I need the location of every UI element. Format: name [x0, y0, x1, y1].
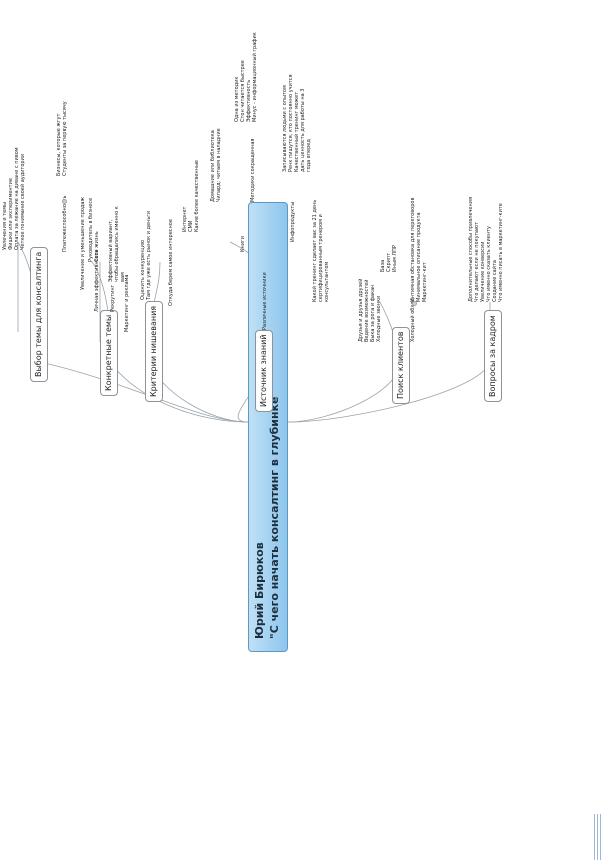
- expand-dot[interactable]: [412, 301, 417, 306]
- branch-specific-topics[interactable]: Конкретные темы: [100, 309, 118, 396]
- connector-b6: [287, 361, 491, 423]
- books-item[interactable]: Книги: [240, 236, 246, 252]
- books-sub: Домашние или библиотека Чипард: читаем в…: [210, 128, 222, 202]
- central-topic-title: "С чего начать консалтинг в глубинке": [268, 390, 281, 639]
- list-item[interactable]: Качественный тренинг может дать ценность…: [294, 88, 312, 172]
- payment-capacity-sub: Бизнесы, которые жгут Студенты за первую…: [56, 101, 68, 176]
- scroll-marker: [594, 814, 598, 860]
- offscreen-questions-items: Дополнительные способы привлечения Что д…: [468, 197, 504, 302]
- cold-walk-sub: Интимная обстановка для переговоров Мини…: [410, 198, 428, 302]
- list-item[interactable]: Увеличение и уменьшение продаж: [80, 197, 86, 290]
- branch-topic-choice-label: Выбор темы для консалтинга: [34, 251, 43, 377]
- list-item[interactable]: Маркетинг и реклама: [124, 274, 130, 333]
- efficiency-sub: Руководитель в бизнесе Своя жизнь: [88, 198, 100, 262]
- list-item[interactable]: Чипард: читаем в наладние: [216, 128, 222, 202]
- methods-sub: Одна из методик Стон читается быстрее Эф…: [234, 32, 258, 122]
- branch-client-search-label: Поиск клиентов: [396, 331, 405, 399]
- knowledge-sources-list: Интернет СМИ Какие более качественные: [182, 160, 200, 232]
- list-item[interactable]: Эффективный вариант, чтобы обращались им…: [108, 206, 126, 282]
- cold-calls-sub: База Скрипт Иным ЛПР: [380, 245, 398, 272]
- infoproducts-item[interactable]: Инфопродукты: [290, 201, 296, 242]
- list-item[interactable]: Иным ЛПР: [392, 245, 398, 272]
- branch-client-search[interactable]: Поиск клиентов: [392, 326, 410, 404]
- list-item[interactable]: Откуда берем самое интересное: [168, 219, 174, 306]
- methods-item[interactable]: Методики сокращенная: [250, 138, 256, 202]
- topic-choice-items: Увлечения и темы Фишки или экспериментие…: [2, 147, 26, 250]
- list-item[interactable]: Различные источники: [262, 272, 268, 330]
- central-topic[interactable]: Юрий Бирюков "С чего начать консалтинг в…: [248, 202, 288, 652]
- branch-offscreen-questions[interactable]: Вопросы за кадром: [484, 310, 502, 402]
- connector-b5: [287, 361, 401, 423]
- list-item[interactable]: Какие более качественные: [194, 160, 200, 232]
- branch-topic-choice[interactable]: Выбор темы для консалтинга: [30, 246, 48, 382]
- list-item[interactable]: Четкое понимание своей аудитории: [20, 153, 26, 250]
- connector-b2: [109, 361, 249, 423]
- list-item[interactable]: Маркетинг-кит: [422, 262, 428, 302]
- branch-knowledge-source-label: Источник знаний: [259, 334, 268, 407]
- infoproducts-sub: Записываются людьми с опытом Ренк пишутс…: [282, 74, 312, 172]
- list-item[interactable]: Там где уже есть рынок и деньги: [146, 210, 152, 300]
- branch-specific-topics-label: Конкретные темы: [104, 314, 113, 391]
- scroll-marker-line: [600, 814, 601, 860]
- list-item[interactable]: Минус - информационный график: [252, 32, 258, 122]
- list-item[interactable]: Холодные звонки: [376, 295, 382, 342]
- niche-criteria-items: Оценить конкуренцию Там где уже есть рын…: [140, 211, 152, 300]
- list-item[interactable]: Что именно писать в маркетинг-ките: [498, 203, 504, 302]
- branch-niche-criteria[interactable]: Критерии нишевания: [145, 300, 163, 402]
- branch-niche-criteria-label: Критерии нишевания: [149, 305, 158, 397]
- branch-knowledge-source[interactable]: Источник знаний: [255, 329, 273, 412]
- training-item[interactable]: Какой тренинг сделает вас за 21 день сер…: [312, 199, 330, 302]
- branch-offscreen-questions-label: Вопросы за кадром: [488, 315, 497, 397]
- list-item[interactable]: Рекрутинг: [110, 284, 116, 312]
- client-search-items: Друзья и друзья друзей Ведение возможнос…: [358, 279, 382, 342]
- expand-dot[interactable]: [62, 199, 67, 204]
- list-item[interactable]: Своя жизнь: [94, 231, 100, 262]
- list-item[interactable]: Студенты за первую тысячу: [62, 101, 68, 176]
- connector-b1: [39, 361, 249, 423]
- payment-capacity-item[interactable]: Платежеспособность: [62, 195, 68, 253]
